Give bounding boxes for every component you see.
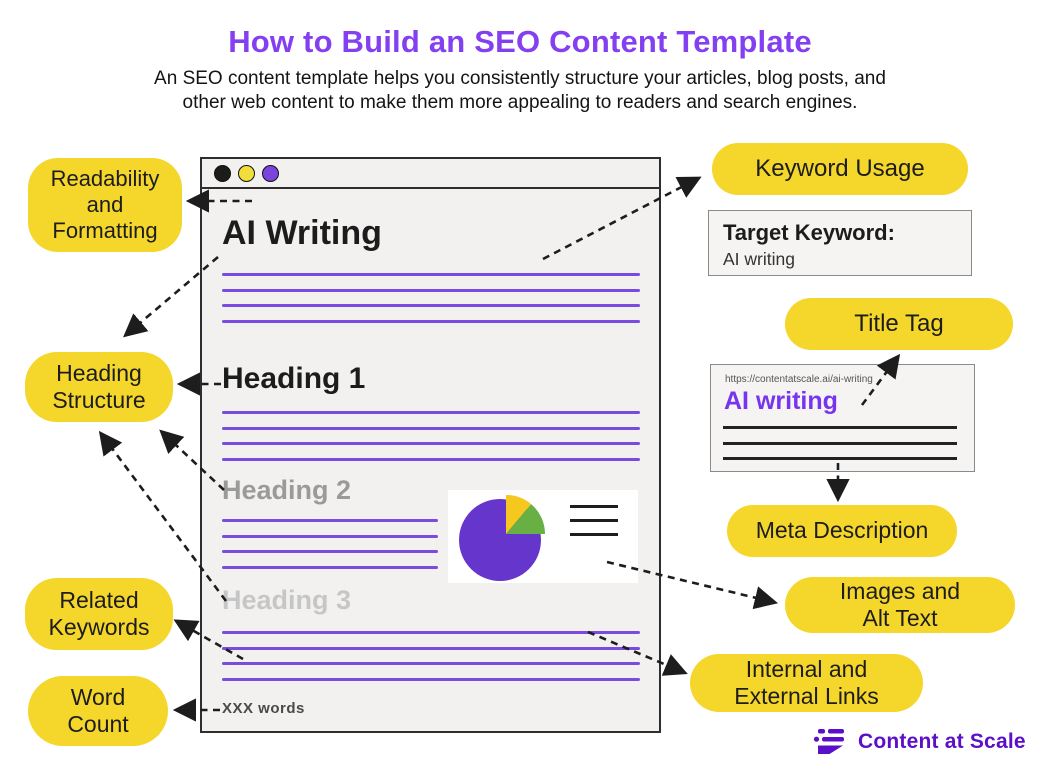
bubble-label-line: Count bbox=[67, 711, 129, 737]
subtitle-line-1: An SEO content template helps you consis… bbox=[154, 68, 886, 89]
target-keyword-label: Target Keyword: bbox=[723, 220, 895, 245]
serp-description-line bbox=[723, 442, 957, 445]
window-dot-purple-icon bbox=[262, 164, 279, 182]
serp-preview-box: https://contentatscale.ai/ai-writing AI … bbox=[710, 364, 975, 472]
bubble-label-line: Related bbox=[59, 586, 139, 613]
paragraph-lines-2 bbox=[222, 411, 640, 461]
bubble-label-line: Heading bbox=[56, 359, 142, 386]
serp-title-text: AI writing bbox=[724, 387, 838, 415]
text-line bbox=[222, 457, 640, 461]
pie-chart-graphic bbox=[459, 494, 618, 581]
text-line bbox=[222, 631, 640, 634]
text-line bbox=[222, 288, 640, 292]
serp-description-line bbox=[723, 457, 957, 460]
article-title: AI Writing bbox=[222, 214, 382, 252]
word-count-text: XXX words bbox=[222, 700, 305, 717]
label-meta-description: Meta Description bbox=[727, 505, 957, 557]
bubble-label-line: Readability bbox=[50, 166, 160, 192]
page-subtitle: An SEO content template helps you consis… bbox=[0, 67, 1040, 114]
bubble-label-line: External Links bbox=[734, 683, 879, 709]
window-dot-black-icon bbox=[214, 164, 231, 182]
bubble-label-line: and bbox=[86, 192, 124, 218]
window-dot-yellow-icon bbox=[238, 164, 255, 182]
subtitle-line-2: other web content to make them more appe… bbox=[182, 91, 858, 113]
caption-line bbox=[570, 533, 618, 536]
target-keyword-value: AI writing bbox=[723, 249, 795, 269]
text-line bbox=[222, 534, 438, 538]
label-related-keywords: Related Keywords bbox=[25, 578, 173, 650]
text-line bbox=[222, 442, 640, 445]
label-title-tag: Title Tag bbox=[785, 298, 1013, 350]
label-word-count: Word Count bbox=[28, 676, 168, 746]
bubble-label-line: Images and bbox=[839, 577, 961, 604]
text-line bbox=[222, 662, 640, 665]
heading-3: Heading 3 bbox=[222, 585, 352, 615]
heading-2: Heading 2 bbox=[222, 475, 352, 505]
target-keyword-box: Target Keyword: AI writing bbox=[708, 210, 972, 276]
browser-titlebar bbox=[202, 159, 659, 189]
label-images-and-alt-text: Images and Alt Text bbox=[785, 577, 1015, 633]
bubble-label-line: Keyword Usage bbox=[755, 154, 925, 182]
text-line bbox=[222, 273, 640, 276]
bubble-label-line: Title Tag bbox=[854, 309, 944, 337]
image-placeholder-card bbox=[448, 490, 638, 583]
label-internal-and-external-links: Internal and External Links bbox=[690, 654, 923, 712]
label-readability-and-formatting: Readability and Formatting bbox=[28, 158, 182, 252]
text-line bbox=[222, 319, 640, 323]
bubble-label-line: Meta Description bbox=[755, 517, 929, 544]
caption-line bbox=[570, 505, 618, 508]
bubble-label-line: Formatting bbox=[52, 217, 158, 243]
text-line bbox=[222, 646, 640, 650]
text-line bbox=[222, 519, 438, 522]
brand-logo-text: Content at Scale bbox=[858, 730, 1026, 753]
page-title: How to Build an SEO Content Template bbox=[228, 24, 812, 59]
bubble-label-line: Word bbox=[70, 683, 126, 710]
text-line bbox=[222, 550, 438, 553]
paragraph-lines-1 bbox=[222, 273, 640, 323]
bubble-label-line: Keywords bbox=[48, 614, 150, 640]
content-at-scale-icon bbox=[813, 729, 844, 754]
browser-window-mockup: AI Writing Heading 1 Heading 2 bbox=[200, 157, 661, 733]
brand-logo: Content at Scale bbox=[812, 727, 1026, 757]
bubble-label-line: Internal and bbox=[745, 655, 868, 682]
text-line bbox=[222, 677, 640, 681]
bubble-label-line: Alt Text bbox=[862, 605, 938, 631]
heading-1: Heading 1 bbox=[222, 362, 366, 395]
bubble-label-line: Structure bbox=[52, 387, 146, 413]
text-line bbox=[222, 565, 438, 569]
label-keyword-usage: Keyword Usage bbox=[712, 143, 968, 195]
caption-line bbox=[570, 519, 618, 522]
paragraph-lines-3 bbox=[222, 519, 438, 569]
serp-url-text: https://contentatscale.ai/ai-writing bbox=[725, 374, 873, 385]
text-line bbox=[222, 411, 640, 414]
text-line bbox=[222, 304, 640, 307]
label-heading-structure: Heading Structure bbox=[25, 352, 173, 422]
paragraph-lines-4 bbox=[222, 631, 640, 681]
text-line bbox=[222, 426, 640, 430]
serp-description-line bbox=[723, 426, 957, 429]
